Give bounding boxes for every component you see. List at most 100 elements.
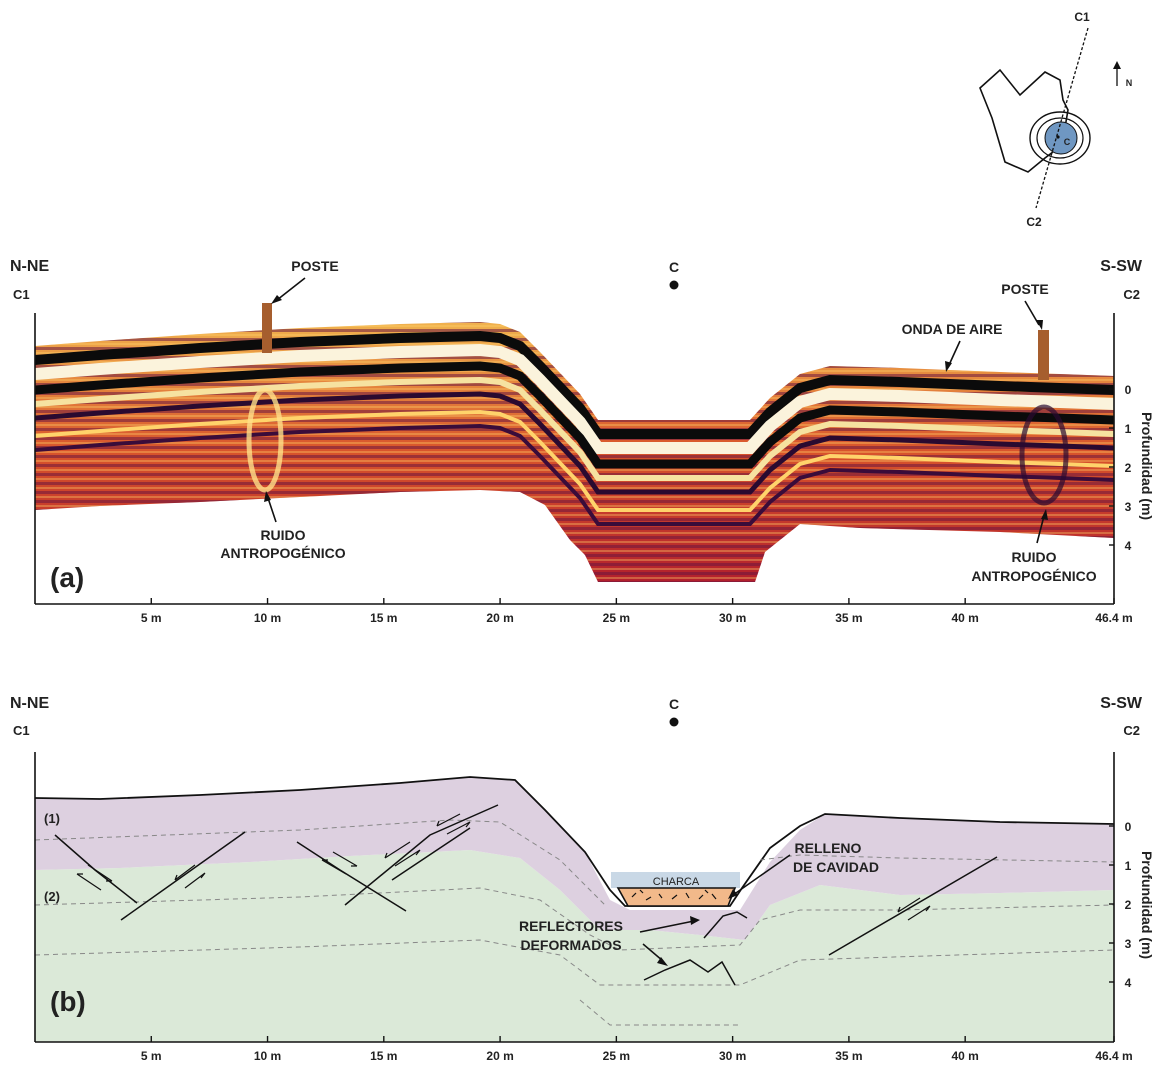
panel-a-left-end: C1 xyxy=(13,287,30,302)
distance-tick-label: 35 m xyxy=(835,611,862,625)
cavity-outer-contour xyxy=(1029,111,1091,165)
label-pole-right: POSTE xyxy=(1001,281,1048,297)
panel-b-label: (b) xyxy=(50,986,86,1017)
panel-a: N-NE C1 S-SW C2 C POSTE POSTE ONDA DE AI… xyxy=(10,258,1155,625)
label-air-wave: ONDA DE AIRE xyxy=(902,321,1003,337)
distance-tick-label: 15 m xyxy=(370,1049,397,1063)
map-label-c: C xyxy=(1064,137,1071,147)
label-fill-2: DE CAVIDAD xyxy=(793,859,879,875)
depth-tick-label: 3 xyxy=(1125,937,1132,951)
noise-hyperbola-right xyxy=(1019,404,1069,506)
arrow-reflectors-upper-head xyxy=(690,916,700,925)
panel-b-center-label: C xyxy=(669,696,679,712)
panel-a-depth-axis-label: Profundidad (m) xyxy=(1139,412,1155,520)
depth-tick-label: 3 xyxy=(1125,500,1132,514)
depth-tick-label: 1 xyxy=(1125,422,1132,436)
arrow-pole-left xyxy=(276,277,306,301)
site-outline xyxy=(979,68,1069,173)
depth-tick-label: 4 xyxy=(1125,976,1132,990)
arrow-fill-head xyxy=(728,889,738,899)
panel-a-distance-ticks: 5 m 10 m 15 m 20 m 25 m 30 m 35 m 40 m 46.4 m xyxy=(141,598,1133,625)
arrow-pole-right-head xyxy=(1036,320,1043,330)
noise-hyperbola-left xyxy=(246,387,284,493)
map-label-c1: C1 xyxy=(1074,10,1090,24)
panel-a-center-label: C xyxy=(669,259,679,275)
radargram-reflection xyxy=(35,376,1114,481)
panel-a-label: (a) xyxy=(50,562,84,593)
arrow-reflectors-lower-head xyxy=(657,957,668,966)
depth-tick-label: 1 xyxy=(1125,859,1132,873)
radargram-reflection xyxy=(35,423,1114,526)
cavity-fill xyxy=(616,887,737,907)
panel-b-left-end: C1 xyxy=(13,723,30,738)
panel-b-left-direction: N-NE xyxy=(10,695,49,712)
radargram-reflection xyxy=(35,361,1114,469)
distance-tick-label: 46.4 m xyxy=(1095,611,1132,625)
arrow-noise-left-head xyxy=(264,491,271,502)
label-pond: CHARCA xyxy=(653,876,700,888)
pond xyxy=(611,872,740,888)
cavity-center-ring xyxy=(1044,121,1078,155)
radargram-reflection xyxy=(35,343,1114,454)
distance-tick-label: 10 m xyxy=(254,1049,281,1063)
distance-tick-label: 5 m xyxy=(141,1049,162,1063)
panel-a-depth-ticks: 0 1 2 3 4 xyxy=(1109,383,1132,553)
arrow-noise-right-head xyxy=(1041,509,1048,520)
arrow-reflectors-lower xyxy=(642,943,664,962)
depth-tick-label: 4 xyxy=(1125,539,1132,553)
distance-tick-label: 5 m xyxy=(141,611,162,625)
radargram-reflection xyxy=(35,409,1114,512)
label-reflectors-2: DEFORMADOS xyxy=(520,937,621,953)
cavity-inner-contour xyxy=(1036,117,1084,159)
distance-tick-label: 25 m xyxy=(603,1049,630,1063)
label-noise-left-2: ANTROPOGÉNICO xyxy=(220,545,345,561)
depth-tick-label: 0 xyxy=(1125,383,1132,397)
panel-a-center-marker xyxy=(669,280,679,290)
panel-b-center-marker xyxy=(669,717,679,727)
north-arrow-head-icon xyxy=(1113,61,1121,69)
north-label: N xyxy=(1126,78,1133,88)
arrow-reflectors-upper xyxy=(639,920,695,933)
distance-tick-label: 30 m xyxy=(719,1049,746,1063)
topography-line xyxy=(34,776,1115,907)
distance-tick-label: 40 m xyxy=(951,1049,978,1063)
radargram-reflection xyxy=(35,391,1114,495)
arrow-fill xyxy=(732,854,791,896)
radargram xyxy=(35,322,1114,582)
panel-b-right-direction: S-SW xyxy=(1100,695,1143,712)
panel-a-left-direction: N-NE xyxy=(10,258,49,275)
pole-right xyxy=(1038,330,1049,380)
arrow-air-wave xyxy=(948,340,961,366)
label-fill-1: RELLENO xyxy=(795,840,862,856)
distance-tick-label: 20 m xyxy=(486,611,513,625)
dashed-reflectors xyxy=(34,819,1115,1026)
distance-tick-label: 40 m xyxy=(951,611,978,625)
label-unit-2: (2) xyxy=(44,889,60,904)
arrow-air-wave-head xyxy=(945,361,952,372)
profile-line xyxy=(1035,27,1089,209)
label-reflectors-1: REFLECTORES xyxy=(519,918,623,934)
label-noise-right-1: RUIDO xyxy=(1011,549,1056,565)
fault-slip-arrows xyxy=(76,813,931,921)
panel-b: N-NE C1 S-SW C2 C xyxy=(10,695,1155,1063)
cavity-fill-texture xyxy=(631,889,717,901)
unit-1-area xyxy=(35,777,1114,940)
depth-tick-label: 2 xyxy=(1125,461,1132,475)
panel-a-right-direction: S-SW xyxy=(1100,258,1143,275)
distance-tick-label: 30 m xyxy=(719,611,746,625)
pole-left xyxy=(262,303,272,353)
faults xyxy=(54,804,998,986)
distance-tick-label: 35 m xyxy=(835,1049,862,1063)
distance-tick-label: 10 m xyxy=(254,611,281,625)
panel-b-depth-axis-label: Profundidad (m) xyxy=(1139,851,1155,959)
map-label-c2: C2 xyxy=(1026,215,1042,229)
arrow-noise-right xyxy=(1036,515,1045,544)
distance-tick-label: 46.4 m xyxy=(1095,1049,1132,1063)
depth-tick-label: 0 xyxy=(1125,820,1132,834)
unit-2-area xyxy=(35,850,1114,1042)
distance-tick-label: 25 m xyxy=(603,611,630,625)
distance-tick-label: 15 m xyxy=(370,611,397,625)
